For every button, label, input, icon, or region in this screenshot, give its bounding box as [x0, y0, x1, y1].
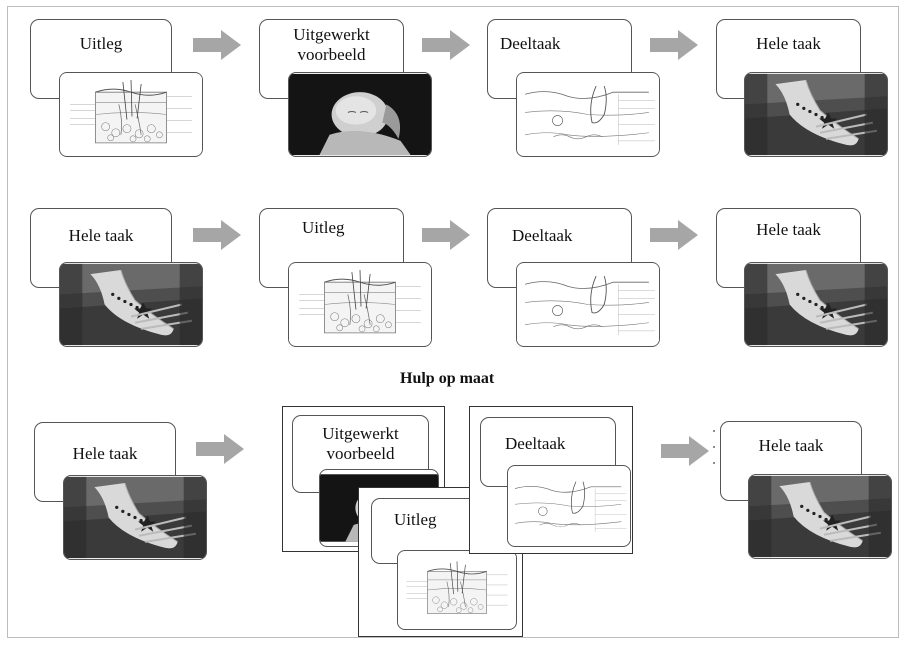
right-arrow-icon	[422, 220, 470, 250]
baby-photo-image	[288, 72, 432, 157]
skin-diagram-image	[59, 72, 203, 157]
step-label: Deeltaak	[512, 226, 573, 245]
right-arrow-icon	[422, 30, 470, 60]
skin-diagram-image	[397, 550, 517, 630]
step-label: Hele taak	[756, 220, 821, 239]
foot-photo-image	[744, 262, 888, 347]
step-label-line1: Uitgewerkt	[293, 25, 370, 44]
step-label: Hele taak	[72, 444, 138, 463]
step-label-line1: Uitgewerkt	[322, 424, 399, 443]
step-label: Hele taak	[758, 436, 824, 455]
step-label: Uitleg	[79, 34, 123, 53]
step-label-line2: voorbeeld	[326, 444, 395, 463]
separator-dot	[713, 430, 715, 432]
foot-photo-image	[63, 475, 207, 560]
step-label-line2: voorbeeld	[297, 45, 366, 64]
step-label: Uitleg	[394, 510, 437, 529]
skin-diagram-image	[288, 262, 432, 347]
separator-dot	[713, 446, 715, 448]
right-arrow-icon	[193, 30, 241, 60]
foot-photo-image	[744, 72, 888, 157]
foot-photo-image	[748, 474, 892, 559]
step-label: Deeltaak	[500, 34, 561, 53]
skin-outline-image	[516, 72, 660, 157]
section-title: Hulp op maat	[400, 370, 495, 387]
skin-outline-image	[516, 262, 660, 347]
right-arrow-icon	[661, 436, 709, 466]
step-label: Deeltaak	[505, 434, 566, 453]
right-arrow-icon	[650, 30, 698, 60]
right-arrow-icon	[193, 220, 241, 250]
help-panel-uitleg: Uitleg	[358, 487, 523, 637]
step-label: Hele taak	[756, 34, 821, 53]
skin-outline-image	[507, 465, 631, 547]
step-label: Hele taak	[68, 226, 134, 245]
step-label: Uitleg	[302, 218, 345, 237]
help-panel-deeltaak: Deeltaak	[469, 406, 633, 554]
diagram-frame	[7, 6, 899, 638]
right-arrow-icon	[650, 220, 698, 250]
separator-dot	[713, 462, 715, 464]
foot-photo-image	[59, 262, 203, 347]
right-arrow-icon	[196, 434, 244, 464]
